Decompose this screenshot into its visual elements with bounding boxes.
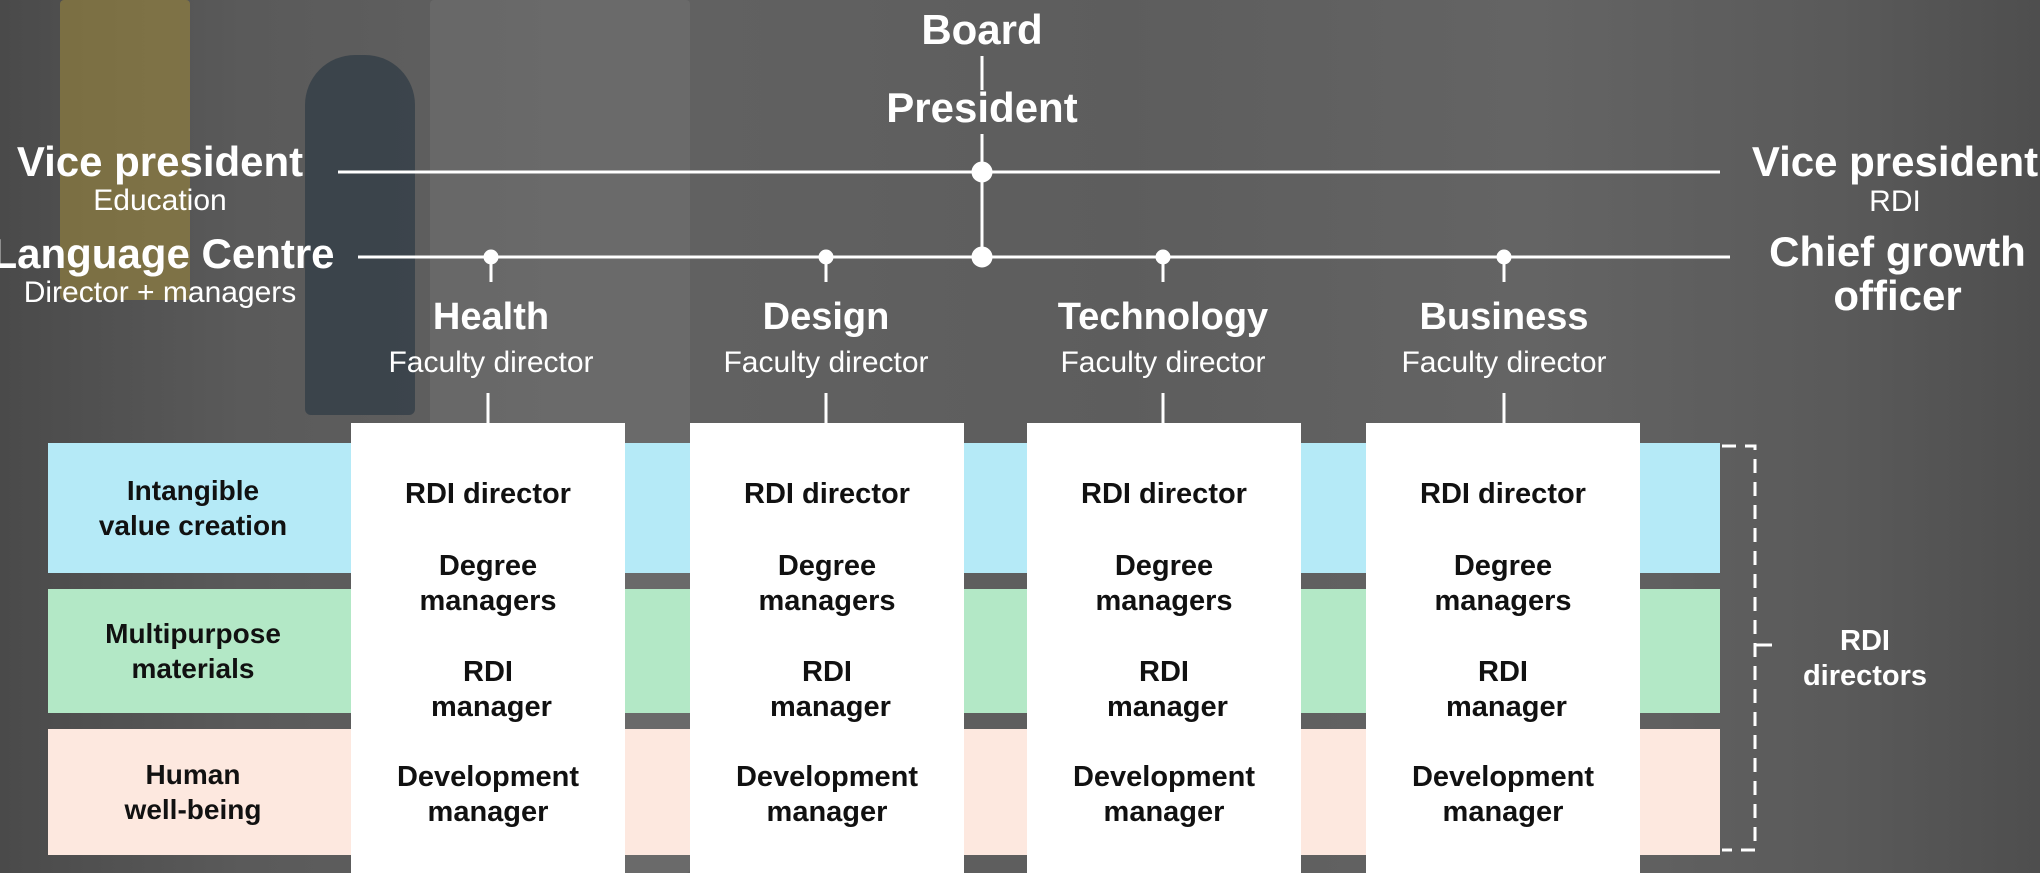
role-rdi-director: RDI director xyxy=(405,478,571,510)
photo-doorway xyxy=(60,0,190,300)
column-business: RDI director Degree managers RDI manager… xyxy=(1366,423,1640,873)
language-centre-title: Language Centre xyxy=(0,230,335,277)
vp-rdi-title: Vice president xyxy=(1751,138,2039,185)
faculty-health-name: Health xyxy=(432,296,550,338)
chief-growth-officer: Chief growth officer xyxy=(1769,228,2026,320)
role-rdi-director: RDI director xyxy=(744,478,910,510)
role-degree-managers: Degree managers xyxy=(758,550,896,618)
role-rdi-manager: RDI manager xyxy=(770,656,891,724)
role-rdi-manager: RDI manager xyxy=(1446,656,1567,724)
column-technology: RDI director Degree managers RDI manager… xyxy=(1027,423,1301,873)
board-title: Board xyxy=(921,6,1043,53)
faculty-health-role: Faculty director xyxy=(388,346,594,379)
band-label-intangible: Intangible value creation xyxy=(98,475,288,541)
president-title: President xyxy=(886,84,1078,131)
role-development-manager: Development manager xyxy=(396,761,580,829)
faculty-design-name: Design xyxy=(762,296,890,338)
faculty-design-role: Faculty director xyxy=(723,346,929,379)
vp-education-title: Vice president xyxy=(16,138,304,185)
faculty-technology-name: Technology xyxy=(1057,296,1269,338)
rdi-directors-label: RDI directors xyxy=(1802,625,1928,692)
column-health: RDI director Degree managers RDI manager… xyxy=(351,423,625,873)
language-centre-sub: Director + managers xyxy=(23,276,297,309)
role-development-manager: Development manager xyxy=(1072,761,1256,829)
vp-education-sub: Education xyxy=(93,184,227,217)
role-degree-managers: Degree managers xyxy=(419,550,557,618)
role-development-manager: Development manager xyxy=(1411,761,1595,829)
column-design: RDI director Degree managers RDI manager… xyxy=(690,423,964,873)
role-rdi-director: RDI director xyxy=(1420,478,1586,510)
faculty-business-name: Business xyxy=(1419,296,1589,338)
faculty-technology-role: Faculty director xyxy=(1060,346,1266,379)
role-rdi-manager: RDI manager xyxy=(431,656,552,724)
band-label-multipurpose: Multipurpose materials xyxy=(105,618,281,684)
role-rdi-manager: RDI manager xyxy=(1107,656,1228,724)
role-degree-managers: Degree managers xyxy=(1095,550,1233,618)
vp-rdi-sub: RDI xyxy=(1869,185,1921,218)
role-development-manager: Development manager xyxy=(735,761,919,829)
role-rdi-director: RDI director xyxy=(1081,478,1247,510)
photo-person xyxy=(305,55,415,415)
band-label-wellbeing: Human well-being xyxy=(124,759,262,825)
faculty-business-role: Faculty director xyxy=(1401,346,1607,379)
role-degree-managers: Degree managers xyxy=(1434,550,1572,618)
